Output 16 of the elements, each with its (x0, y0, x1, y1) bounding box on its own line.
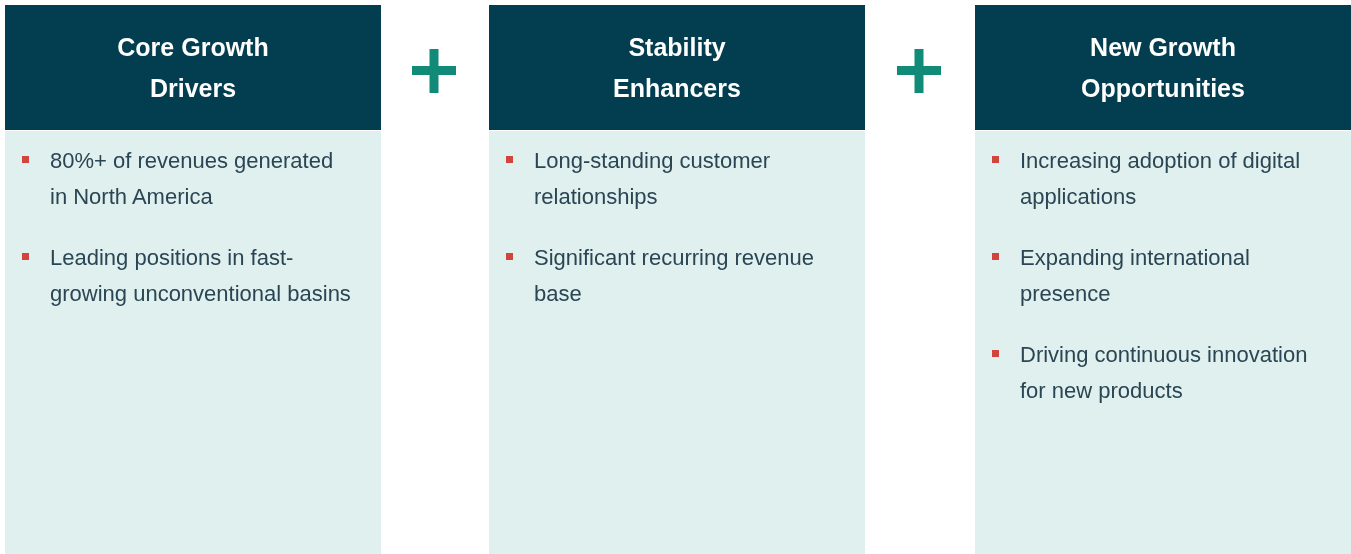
bullet-text: Expanding international presence (1020, 245, 1250, 306)
bullet-text: 80%+ of revenues generated in North America (50, 148, 334, 209)
column-header (489, 5, 865, 130)
column-panel (5, 131, 381, 554)
column-heading: Stability Enhancers (612, 31, 742, 104)
bullet-text: Leading positions in fast-growing unconventional basins (50, 245, 351, 306)
bullet-text: Increasing adoption of digital applications (1020, 148, 1301, 209)
column-header (975, 5, 1351, 130)
bullet-text: Long-standing customer relationships (534, 148, 771, 209)
column-heading: Core Growth Drivers (116, 31, 270, 104)
column-panel (975, 131, 1351, 554)
bullet-text: Driving continuous innovation for new products (1020, 342, 1308, 403)
bullet-text: Significant recurring revenue base (534, 245, 815, 306)
column-heading: New Growth Opportunities (1080, 31, 1246, 104)
column-panel (489, 131, 865, 554)
column-header (5, 5, 381, 130)
